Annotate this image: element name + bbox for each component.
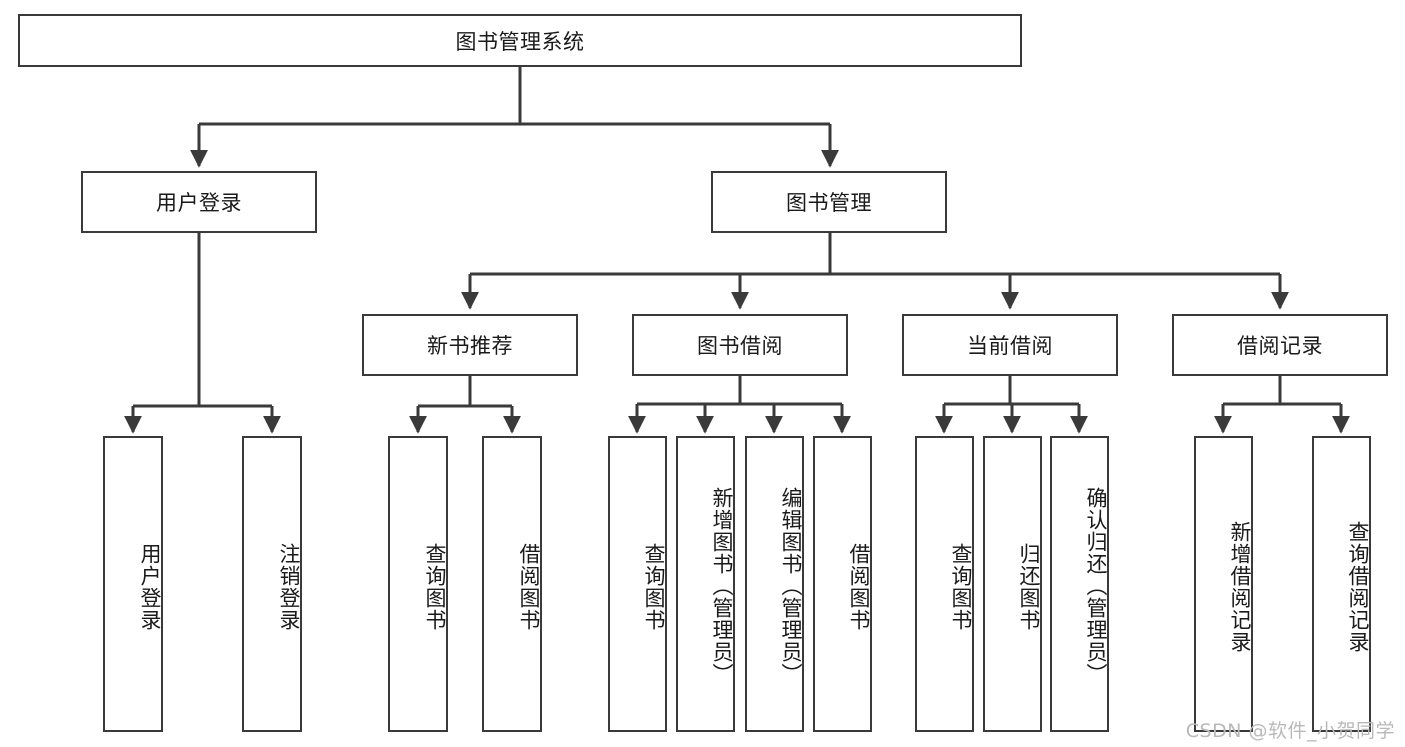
leaf-book-borrow-borrow-label: 借阅图书: [847, 543, 871, 631]
leaf-new-books-query[interactable]: 查询图书: [388, 436, 448, 732]
node-book-management-label: 图书管理: [786, 191, 872, 215]
leaf-user-login-login[interactable]: 用户登录: [103, 436, 163, 732]
leaf-new-books-query-label: 查询图书: [423, 543, 447, 631]
leaf-book-borrow-add[interactable]: 新增图书（管理员）: [676, 436, 735, 732]
node-user-login[interactable]: 用户登录: [81, 171, 317, 233]
node-current-borrow[interactable]: 当前借阅: [902, 314, 1118, 376]
leaf-borrow-records-add-label: 新增借阅记录: [1228, 521, 1252, 653]
node-new-book-recommend[interactable]: 新书推荐: [362, 314, 578, 376]
watermark: CSDN @软件_小贺同学: [1185, 720, 1395, 742]
leaf-book-borrow-edit-label: 编辑图书（管理员）: [779, 487, 803, 685]
leaf-book-borrow-query[interactable]: 查询图书: [608, 436, 667, 732]
node-root-label: 图书管理系统: [455, 29, 585, 54]
leaf-book-borrow-query-label: 查询图书: [642, 543, 666, 631]
node-user-login-label: 用户登录: [156, 191, 242, 215]
leaf-book-borrow-add-label: 新增图书（管理员）: [710, 487, 734, 685]
leaf-user-login-logout-label: 注销登录: [277, 543, 301, 631]
node-book-borrow[interactable]: 图书借阅: [632, 314, 848, 376]
node-root[interactable]: 图书管理系统: [18, 14, 1022, 67]
leaf-current-borrow-return[interactable]: 归还图书: [983, 436, 1042, 732]
leaf-current-borrow-query[interactable]: 查询图书: [915, 436, 974, 732]
node-borrow-records-label: 借阅记录: [1237, 334, 1323, 358]
node-current-borrow-label: 当前借阅: [967, 334, 1053, 358]
leaf-new-books-borrow-label: 借阅图书: [517, 543, 541, 631]
node-book-management[interactable]: 图书管理: [711, 171, 947, 233]
leaf-user-login-login-label: 用户登录: [138, 543, 162, 631]
leaf-user-login-logout[interactable]: 注销登录: [242, 436, 302, 732]
leaf-borrow-records-query[interactable]: 查询借阅记录: [1312, 436, 1371, 732]
leaf-current-borrow-query-label: 查询图书: [949, 543, 973, 631]
leaf-current-borrow-confirm[interactable]: 确认归还（管理员）: [1050, 436, 1109, 732]
leaf-new-books-borrow[interactable]: 借阅图书: [482, 436, 542, 732]
leaf-current-borrow-return-label: 归还图书: [1017, 543, 1041, 631]
node-new-book-recommend-label: 新书推荐: [427, 334, 513, 358]
node-book-borrow-label: 图书借阅: [697, 334, 783, 358]
leaf-current-borrow-confirm-label: 确认归还（管理员）: [1084, 487, 1108, 685]
leaf-book-borrow-edit[interactable]: 编辑图书（管理员）: [745, 436, 804, 732]
leaf-book-borrow-borrow[interactable]: 借阅图书: [813, 436, 872, 732]
node-borrow-records[interactable]: 借阅记录: [1172, 314, 1388, 376]
leaf-borrow-records-query-label: 查询借阅记录: [1346, 521, 1370, 653]
leaf-borrow-records-add[interactable]: 新增借阅记录: [1194, 436, 1253, 732]
